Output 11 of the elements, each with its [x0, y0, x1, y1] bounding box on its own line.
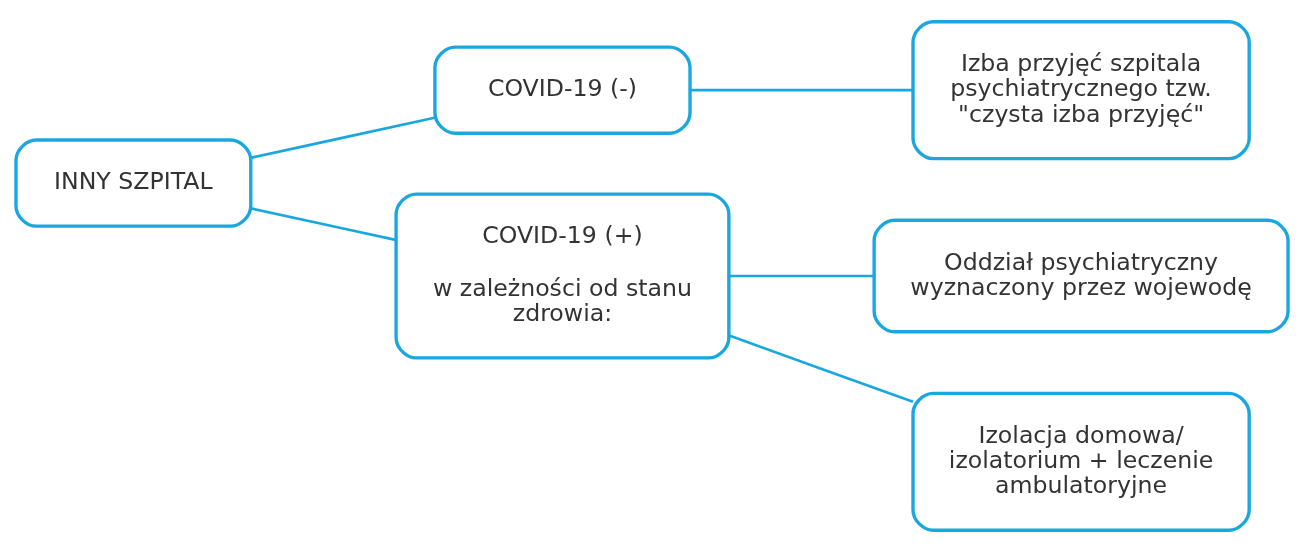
connector	[250, 116, 435, 160]
node-box: Izba przyjęć szpitala psychiatrycznego tzw. "czysta izba przyjęć"	[911, 20, 1251, 161]
connector	[690, 88, 913, 92]
node-box: Oddział psychiatryczny wyznaczony przez wojewodę	[872, 218, 1290, 334]
connector	[728, 334, 914, 404]
node-box: INNY SZPITAL	[14, 138, 253, 228]
node-box: Izolacja domowa/ izolatorium + leczenie ambulatoryjne	[911, 391, 1251, 532]
node-box: COVID-19 (-)	[433, 45, 692, 135]
connector	[250, 207, 396, 242]
node-box: COVID-19 (+) w zależności od stanu zdrowia:	[394, 192, 731, 360]
connector	[729, 274, 875, 278]
